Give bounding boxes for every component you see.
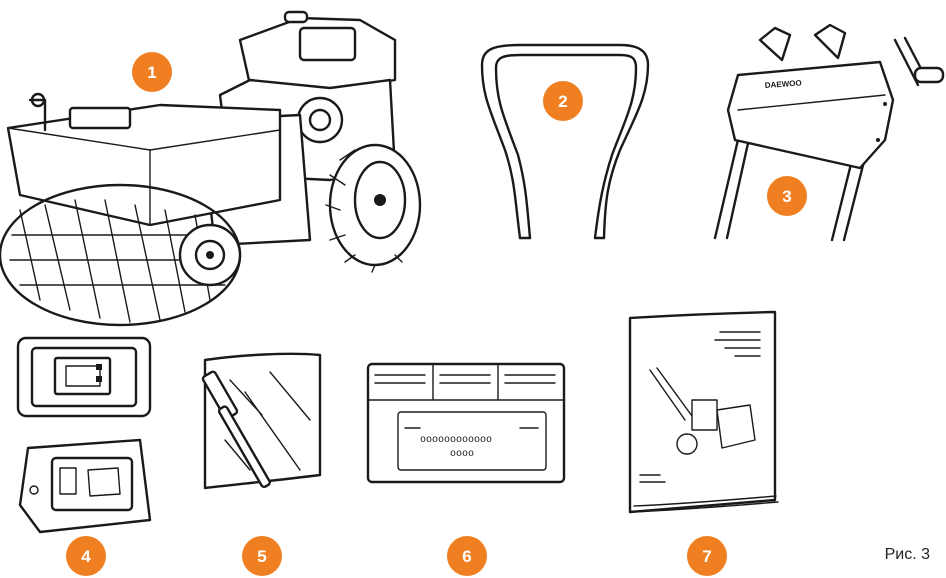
svg-text:2: 2 xyxy=(558,92,567,111)
manual-booklet-icon xyxy=(630,312,778,512)
svg-text:5: 5 xyxy=(257,547,266,566)
badge-2: 2 xyxy=(543,81,583,121)
label-sheet-icon: oooooooooooo oooo xyxy=(368,364,564,482)
tools-bag-icon xyxy=(202,354,320,488)
badge-4: 4 xyxy=(66,536,106,576)
svg-text:6: 6 xyxy=(462,547,471,566)
figure-caption: Рис. 3 xyxy=(885,546,930,564)
badge-5: 5 xyxy=(242,536,282,576)
control-panel-handles-icon: DAEWOO xyxy=(715,25,943,240)
badge-3: 3 xyxy=(767,176,807,216)
battery-and-charger-icon xyxy=(18,338,150,532)
badge-1: 1 xyxy=(132,52,172,92)
sweeper-machine-icon xyxy=(0,12,420,325)
label-code-text: oooooooooooo xyxy=(420,435,492,446)
badge-7: 7 xyxy=(687,536,727,576)
svg-text:3: 3 xyxy=(782,187,791,206)
svg-text:4: 4 xyxy=(81,547,91,566)
handle-bar-icon xyxy=(482,45,648,238)
badge-6: 6 xyxy=(447,536,487,576)
svg-text:1: 1 xyxy=(147,63,156,82)
svg-text:7: 7 xyxy=(702,547,711,566)
label-code-text-2: oooo xyxy=(450,449,474,460)
